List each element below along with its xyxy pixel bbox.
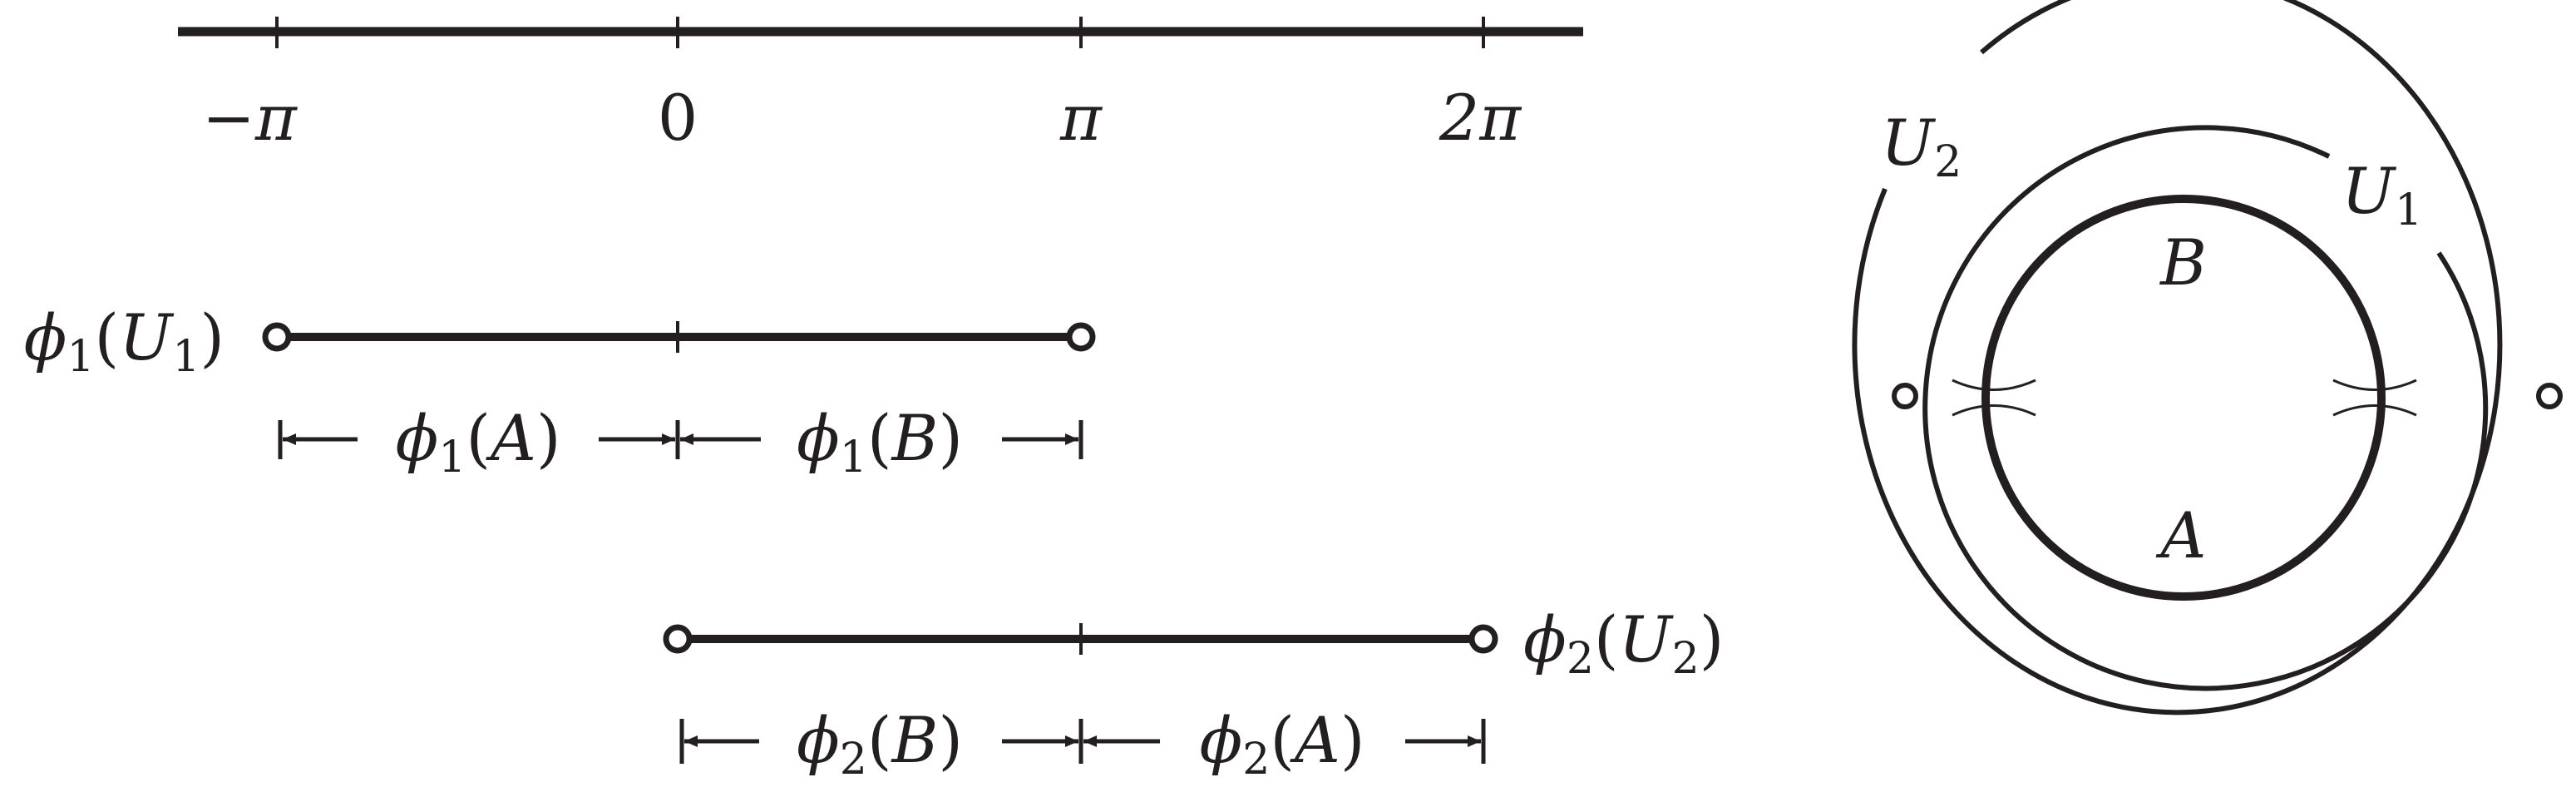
middle-arc-u1 (1922, 125, 2489, 691)
chart1-open-endpoint-left (262, 322, 292, 352)
chart2-label: ϕ2(U2) (1523, 602, 1724, 684)
junction-mark-left (1952, 379, 2036, 417)
tick-label-pi: π (1059, 81, 1103, 155)
lower-arc-label: A (2156, 498, 2207, 572)
seg2a-label: ϕ2(A) (1199, 703, 1364, 785)
middle-ring-open-point (1892, 383, 1918, 409)
outer-arc-label: U2 (1881, 106, 1962, 187)
junction-mark-right (2332, 379, 2417, 417)
chart1-dimensions: ϕ1(A) ϕ1(B) (278, 401, 1083, 483)
chart1-label: ϕ1(U1) (24, 300, 225, 382)
chart2-open-endpoint-right (1468, 624, 1498, 654)
chart1-segment: ϕ1(U1) (24, 300, 1096, 382)
tick-label-zero: 0 (658, 81, 698, 155)
seg1a-label: ϕ1(A) (395, 401, 560, 483)
chart2-dimensions: ϕ2(B) ϕ2(A) (679, 703, 1486, 785)
chart2-segment: ϕ2(U2) (663, 602, 1724, 684)
outer-ring-open-point (2536, 383, 2563, 409)
chart2-open-endpoint-left (663, 624, 693, 654)
upper-arc-label: B (2159, 225, 2207, 300)
chart1-open-endpoint-right (1066, 322, 1096, 352)
number-axis: −π 0 π 2π (178, 17, 1583, 155)
seg1b-label: ϕ1(B) (797, 401, 963, 483)
seg2b-label: ϕ2(B) (797, 703, 963, 785)
circle-diagram: U2 U1 B A (1852, 0, 2563, 715)
inner-circle (1981, 195, 2386, 601)
middle-arc-label: U1 (2342, 154, 2422, 235)
tick-label-two-pi: 2π (1439, 81, 1522, 155)
tick-label-minus-pi: −π (202, 81, 299, 155)
